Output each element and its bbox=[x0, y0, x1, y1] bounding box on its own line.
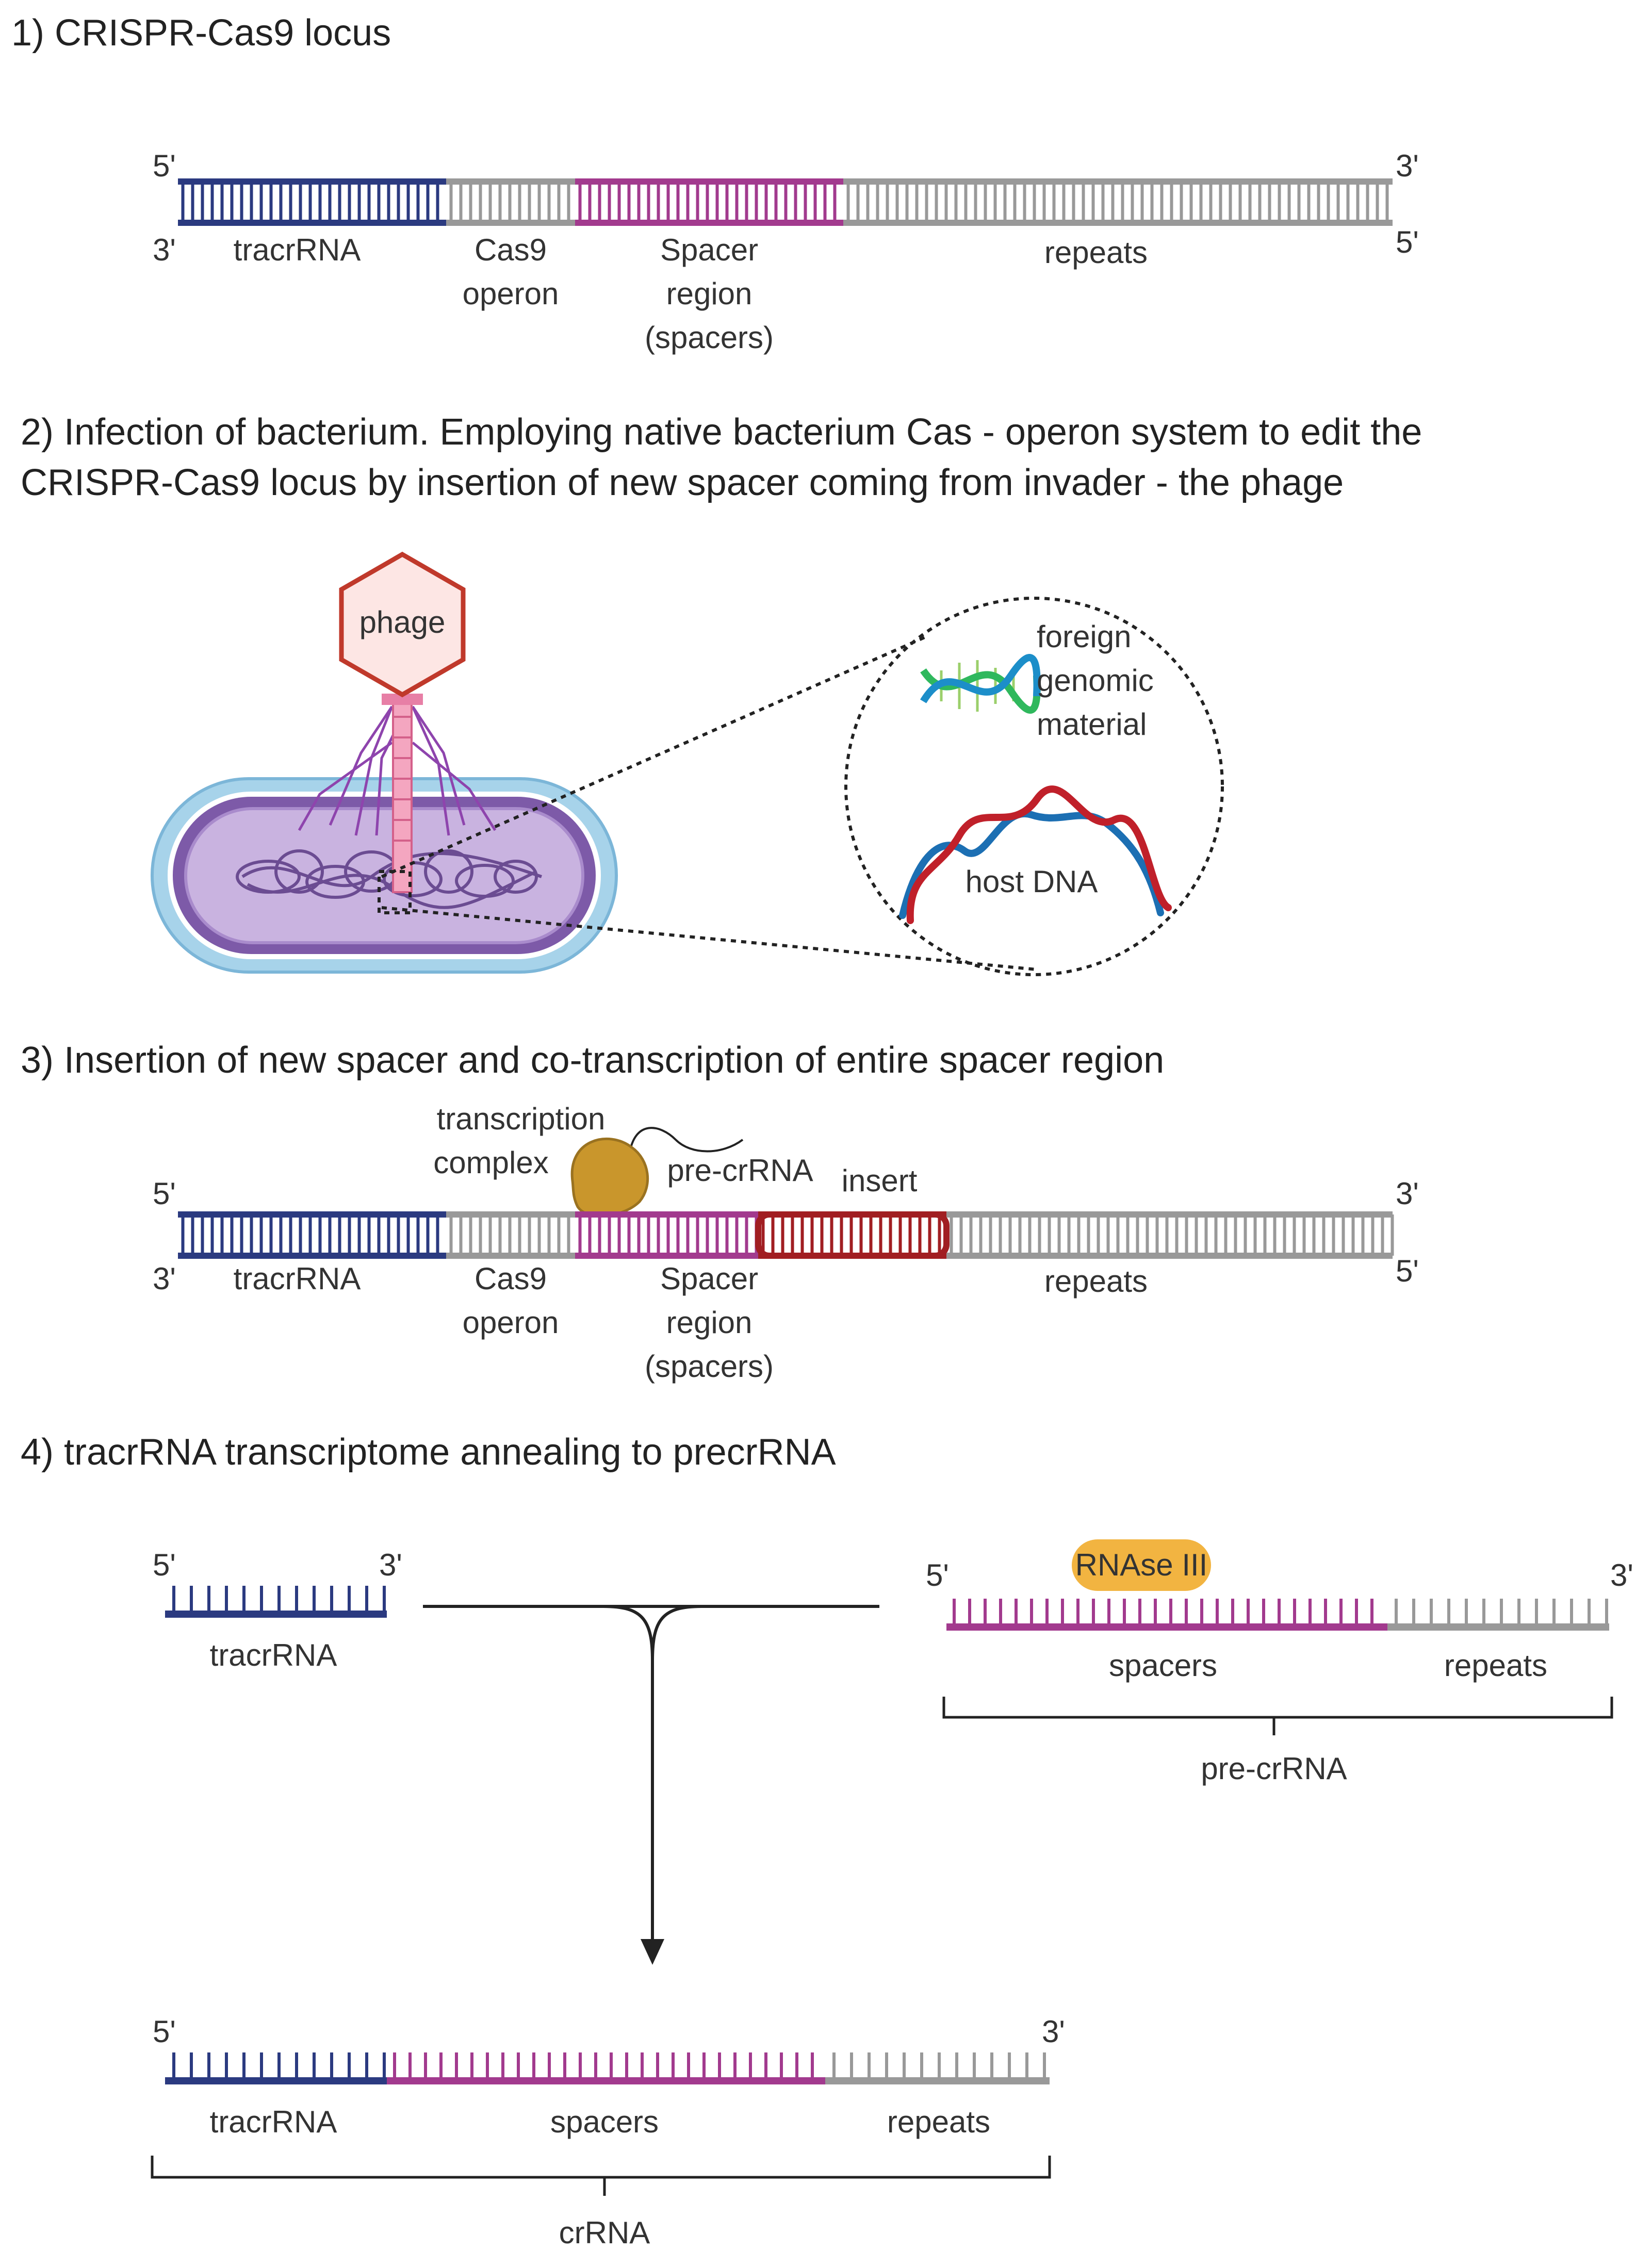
locus-3 bbox=[178, 1211, 1394, 1259]
locus-1-3prime-top: 3' bbox=[1396, 149, 1419, 183]
crRNA-label: crRNA bbox=[559, 2215, 650, 2250]
transcription-complex-label-1: transcription bbox=[437, 1102, 606, 1136]
locus-3-3prime-top: 3' bbox=[1396, 1176, 1419, 1211]
tracrRNA-label: tracrRNA bbox=[210, 1638, 337, 1672]
cr-spacers-label: spacers bbox=[550, 2105, 659, 2139]
locus-1-tracrRNA-label: tracrRNA bbox=[234, 233, 361, 267]
pre-crRNA-label: pre-crRNA bbox=[1201, 1751, 1347, 1786]
tracrRNA-segment bbox=[178, 1211, 446, 1259]
pre-spacers-label: spacers bbox=[1109, 1648, 1217, 1683]
tracr-5prime: 5' bbox=[153, 1548, 176, 1582]
spacer-region-segment bbox=[575, 1211, 758, 1259]
section-3-title: 3) Insertion of new spacer and co-transc… bbox=[21, 1040, 1164, 1081]
transcription-complex bbox=[570, 1138, 649, 1218]
foreign-label-2: genomic bbox=[1037, 663, 1154, 698]
locus-1-repeats-label: repeats bbox=[1044, 235, 1148, 270]
pre-crRNA-spacers-strand bbox=[946, 1599, 1387, 1631]
locus-1-cas9-label-1: Cas9 bbox=[475, 233, 547, 267]
repeats-segment bbox=[946, 1211, 1394, 1259]
locus-3-spacer-label-2: region bbox=[666, 1305, 753, 1340]
locus-1-5prime-bottom: 5' bbox=[1396, 225, 1419, 259]
locus-1 bbox=[178, 178, 1393, 226]
section-4-title: 4) tracrRNA transcriptome annealing to p… bbox=[21, 1432, 836, 1473]
pre-crRNA-bracket bbox=[942, 1697, 1613, 1735]
locus-3-tracrRNA-label: tracrRNA bbox=[234, 1261, 361, 1296]
locus-1-spacer-label-1: Spacer bbox=[660, 233, 758, 267]
locus-3-spacer-label-3: (spacers) bbox=[645, 1349, 774, 1384]
locus-1-5prime-top: 5' bbox=[153, 149, 176, 183]
insert-label: insert bbox=[842, 1163, 918, 1198]
spacer-region-segment bbox=[575, 178, 843, 226]
crRNA-repeats-strand bbox=[825, 2052, 1050, 2084]
annealing-arrow bbox=[423, 1605, 879, 1965]
locus-3-spacer-label-1: Spacer bbox=[660, 1261, 758, 1296]
tracrRNA-strand bbox=[165, 1586, 387, 1618]
foreign-label-3: material bbox=[1037, 707, 1147, 742]
locus-1-cas9-label-2: operon bbox=[463, 276, 559, 311]
locus-1-spacer-label-3: (spacers) bbox=[645, 320, 774, 355]
nucleoid bbox=[236, 849, 542, 909]
locus-3-5prime-top: 5' bbox=[153, 1176, 176, 1211]
cr-tracrRNA-label: tracrRNA bbox=[210, 2105, 337, 2139]
rnase-iii-label: RNAse III bbox=[1075, 1548, 1208, 1582]
locus-3-cas9-label-1: Cas9 bbox=[475, 1261, 547, 1296]
insert-segment bbox=[758, 1211, 946, 1259]
host-dna-helix-icon bbox=[899, 785, 1172, 924]
cas9-operon-segment bbox=[446, 178, 575, 226]
pre-crRNA-label: pre-crRNA bbox=[667, 1153, 813, 1188]
locus-1-3prime-bottom: 3' bbox=[153, 233, 176, 267]
tracrRNA-segment bbox=[178, 178, 446, 226]
host-dna-label: host DNA bbox=[966, 864, 1098, 899]
section-2-title-line-1: 2) Infection of bacterium. Employing nat… bbox=[21, 412, 1422, 453]
locus-1-spacer-label-2: region bbox=[666, 276, 753, 311]
crRNA-spacers-strand bbox=[387, 2052, 825, 2084]
locus-3-repeats-label: repeats bbox=[1044, 1264, 1148, 1299]
phage: phage bbox=[298, 551, 497, 893]
rnase-iii bbox=[1072, 1539, 1211, 1591]
cr-3prime: 3' bbox=[1042, 2014, 1065, 2049]
pre-crRNA-repeats-strand bbox=[1387, 1599, 1609, 1631]
pre-3prime: 3' bbox=[1610, 1558, 1633, 1592]
foreign-label-1: foreign bbox=[1037, 619, 1131, 654]
pre-repeats-label: repeats bbox=[1444, 1648, 1547, 1683]
phage-label: phage bbox=[359, 605, 446, 639]
cas9-operon-segment bbox=[446, 1211, 575, 1259]
zoom-lines bbox=[378, 597, 1224, 976]
section-2-title-line-2: CRISPR-Cas9 locus by insertion of new sp… bbox=[21, 462, 1344, 503]
repeats-segment bbox=[843, 178, 1393, 226]
section-1-title: 1) CRISPR-Cas9 locus bbox=[11, 12, 391, 54]
transcript-strand bbox=[628, 1127, 744, 1156]
pre-5prime: 5' bbox=[926, 1558, 949, 1592]
locus-3-cas9-label-2: operon bbox=[463, 1305, 559, 1340]
tracr-3prime: 3' bbox=[379, 1548, 402, 1582]
cr-5prime: 5' bbox=[153, 2014, 176, 2049]
locus-3-5prime-bottom: 5' bbox=[1396, 1254, 1419, 1288]
transcription-complex-label-2: complex bbox=[433, 1145, 548, 1180]
cr-repeats-label: repeats bbox=[887, 2105, 990, 2139]
insert-outline bbox=[755, 1211, 950, 1259]
crRNA-bracket bbox=[151, 2156, 1051, 2196]
locus-3-3prime-bottom: 3' bbox=[153, 1261, 176, 1296]
foreign-dna-helix-icon bbox=[920, 654, 1041, 714]
crRNA-tracrRNA-strand bbox=[165, 2052, 387, 2084]
